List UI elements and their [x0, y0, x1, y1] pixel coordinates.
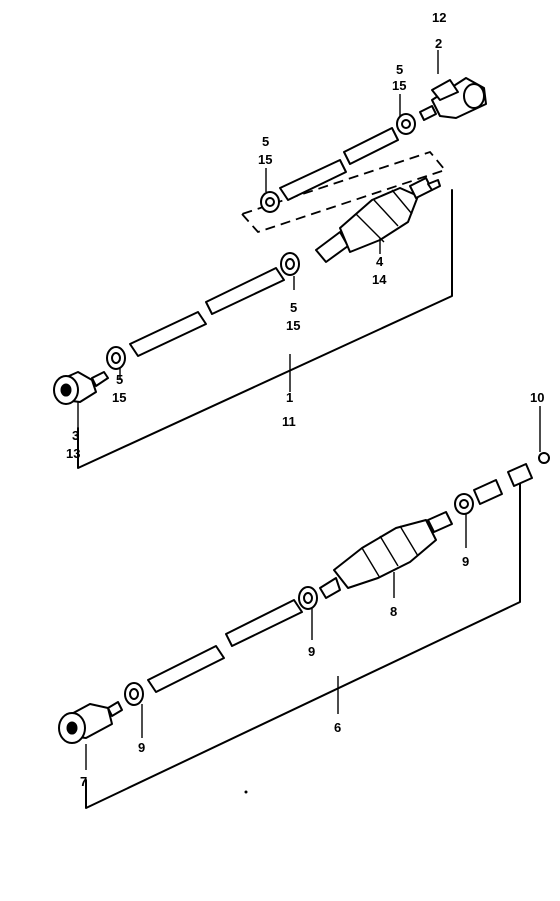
clamp-part-5-middle [280, 252, 300, 276]
end-fitting-part-3 [53, 371, 109, 405]
boot-clamp-part-9-left [124, 682, 144, 706]
end-fitting-part-7 [58, 701, 123, 744]
callout-8: 8 [390, 604, 397, 619]
clamp-part-5-upper [260, 191, 280, 213]
yoke-part-12 [419, 77, 487, 121]
upper-shaft-assembly [53, 77, 487, 469]
long-shaft-lower-assembly [147, 599, 303, 693]
callout-14: 14 [372, 272, 387, 287]
callout-6: 6 [334, 720, 341, 735]
callout-11: 11 [282, 414, 296, 429]
lower-shaft-assembly [58, 452, 550, 809]
callout-3: 3 [72, 428, 79, 443]
callout-5-top: 5 [396, 62, 403, 77]
callout-15-top: 15 [392, 78, 406, 93]
callout-5-upper: 5 [262, 134, 269, 149]
upper-leaders [77, 50, 439, 430]
callout-5-left: 5 [116, 372, 123, 387]
callout-7: 7 [80, 774, 87, 789]
short-shaft-upper [279, 127, 399, 201]
callout-5-middle: 5 [290, 300, 297, 315]
callout-13: 13 [66, 446, 80, 461]
upper-assembly-bracket [77, 189, 453, 469]
callout-15-middle: 15 [286, 318, 300, 333]
callout-4: 4 [376, 254, 384, 269]
callout-15-upper: 15 [258, 152, 272, 167]
callout-9-right: 9 [462, 554, 469, 569]
long-shaft-upper-assembly [129, 267, 285, 357]
lower-assembly-bracket [85, 475, 521, 809]
clamp-part-5-left [106, 346, 126, 370]
circlip-part-10 [538, 452, 550, 464]
callout-9-middle: 9 [308, 644, 315, 659]
cv-joint-part-8 [319, 511, 453, 599]
lower-leaders [85, 406, 541, 770]
callout-2: 2 [435, 36, 442, 51]
callout-15-left: 15 [112, 390, 126, 405]
callout-9-left: 9 [138, 740, 145, 755]
dashed-subassembly-frame [240, 150, 447, 234]
clamp-part-5-top [396, 113, 416, 135]
callout-12: 12 [432, 10, 446, 25]
sleeve-pieces [473, 463, 533, 505]
callout-1: 1 [286, 390, 293, 405]
stray-dot [244, 790, 248, 794]
callout-10: 10 [530, 390, 544, 405]
cv-joint-part-4 [315, 177, 441, 263]
boot-clamp-part-9-middle [298, 586, 318, 610]
boot-clamp-part-9-right [454, 493, 474, 515]
